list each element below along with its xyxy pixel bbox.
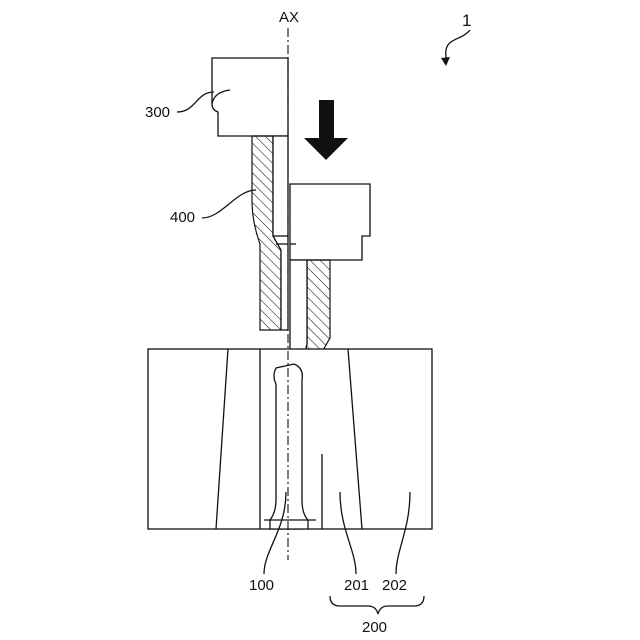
label-outer-die: 202 bbox=[382, 577, 407, 594]
workpiece bbox=[270, 364, 308, 529]
upper-holder-block bbox=[212, 58, 288, 136]
assembly-reference: 1 bbox=[441, 11, 471, 66]
label-workpiece: 100 bbox=[249, 577, 274, 594]
assembly-arrowhead bbox=[441, 57, 450, 66]
leader-upper-holder bbox=[177, 92, 214, 112]
label-upper-holder: 300 bbox=[145, 104, 170, 121]
right-moving-block bbox=[290, 184, 370, 260]
die-assembly-brace bbox=[330, 596, 424, 614]
assembly-label: 1 bbox=[462, 11, 471, 30]
punch-right-gap bbox=[290, 260, 307, 352]
press-direction-arrow-icon bbox=[304, 100, 348, 160]
label-hatched-member: 400 bbox=[170, 209, 195, 226]
axis-label: AX bbox=[279, 9, 299, 26]
label-inner-die: 201 bbox=[344, 577, 369, 594]
label-die-assembly: 200 bbox=[362, 619, 387, 636]
leader-hatched-member bbox=[202, 190, 256, 218]
